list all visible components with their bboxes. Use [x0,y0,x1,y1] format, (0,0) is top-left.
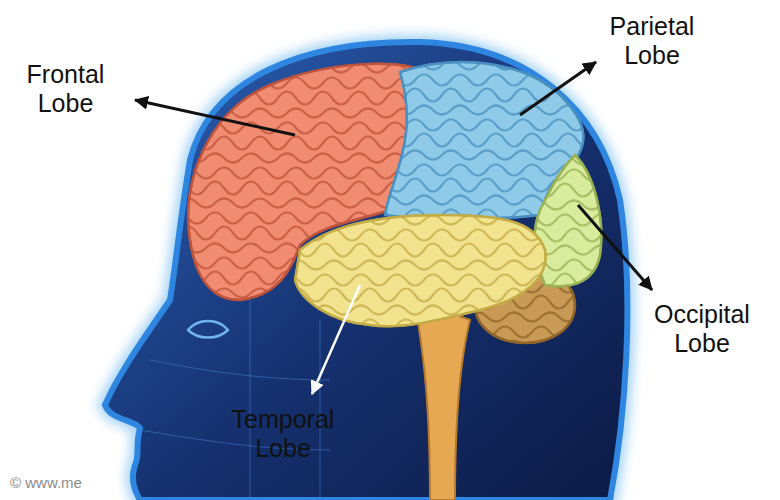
brainstem [415,300,470,500]
face-mesh [140,300,330,500]
gyrus-fold [370,89,622,102]
gyrus-fold [280,275,568,286]
head-glow [105,42,627,500]
gyrus-fold [529,229,637,242]
gyrus-fold [280,244,568,257]
label-slot: Frontal Lobe [3,60,128,118]
gyrus-fold [529,170,637,181]
watermark: © www.me [10,474,82,492]
gyri-texture [280,216,577,331]
leader-arrow [578,205,652,290]
gyrus-fold [289,261,577,270]
lobe-label: Temporal Lobe [221,405,346,463]
gyrus-fold [520,184,628,197]
gyrus-fold [460,327,604,338]
leader-arrow [135,100,295,135]
gyrus-fold [469,313,595,322]
label-slot: Temporal Lobe [221,405,346,463]
leader-arrow [520,62,596,115]
label-slot: Occipital Lobe [640,300,765,358]
label-slot: Parietal Lobe [590,12,715,70]
eye-outline [188,321,228,338]
lobe-label: Frontal Lobe [3,60,128,118]
lobe-label: Occipital Lobe [640,300,765,358]
gyrus-fold [280,216,568,225]
lobe-outline [295,215,546,326]
gyrus-fold [289,289,577,302]
label-slot: © www.me [10,474,82,492]
head-silhouette [105,42,627,500]
lobe-label: Parietal Lobe [590,12,715,70]
gyrus-fold [379,134,613,147]
gyrus-fold [379,106,613,115]
gyrus-fold [370,151,622,160]
leader-arrow [312,285,360,394]
